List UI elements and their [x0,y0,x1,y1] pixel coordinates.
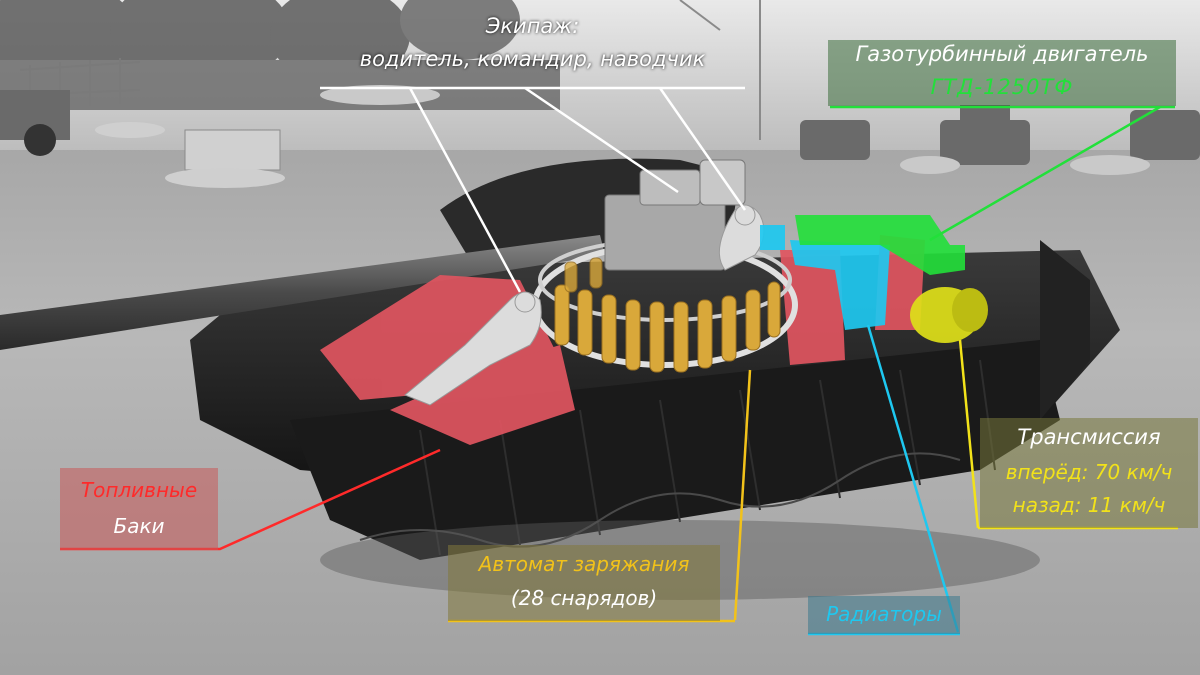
engine-model: ГТД-1250ТФ [930,75,1074,99]
autoloader-label: Автомат заряжания (28 снарядов) [448,554,720,608]
radiators-title: Радиаторы [826,602,942,626]
fuel-tanks-line2: Баки [113,514,165,538]
autoloader-rounds [554,257,781,373]
autoloader-capacity: (28 снарядов) [510,586,658,610]
crew-label: Экипаж: водитель, командир, наводчик [320,16,745,70]
crew-title: Экипаж: [485,14,580,38]
fuel-tanks-label: Топливные Баки [60,480,218,536]
crew-members: водитель, командир, наводчик [359,47,706,71]
side-skirt [290,340,1060,560]
transmission-label: Трансмиссия вперёд: 70 км/ч назад: 11 км… [980,425,1198,517]
sandbags [95,122,165,138]
leader-lines [60,86,1178,636]
sandbags [165,168,285,188]
transmission-title: Трансмиссия [1017,425,1161,449]
fuel-tanks-label-box [60,468,218,550]
autoloader-label-box [448,545,720,621]
forest-background [0,0,560,110]
background-truck [0,90,70,156]
transmission-reverse: назад: 11 км/ч [1012,493,1166,517]
skirt-edge [359,452,961,548]
background-tank [800,105,1200,165]
radiators-highlight [760,225,890,330]
concrete-block [184,129,281,171]
main-gun-barrel [0,235,605,350]
radiators-label-box [808,596,960,634]
transmission-highlight [910,287,988,343]
engine-label-box [828,40,1176,106]
fuel-tanks-line1: Топливные [80,478,198,502]
engine-title: Газотурбинный двигатель [855,42,1149,66]
radiators-label: Радиаторы [808,604,960,624]
autoloader-title: Автомат заряжания [478,552,690,576]
transmission-label-box [980,418,1198,528]
engine-label: Газотурбинный двигатель ГТД-1250ТФ [828,44,1176,98]
transmission-forward: вперёд: 70 км/ч [1005,460,1173,484]
crew-figures [404,204,765,406]
rear-track [1040,240,1090,420]
crane-background [679,0,761,140]
engine-highlight [795,215,965,275]
